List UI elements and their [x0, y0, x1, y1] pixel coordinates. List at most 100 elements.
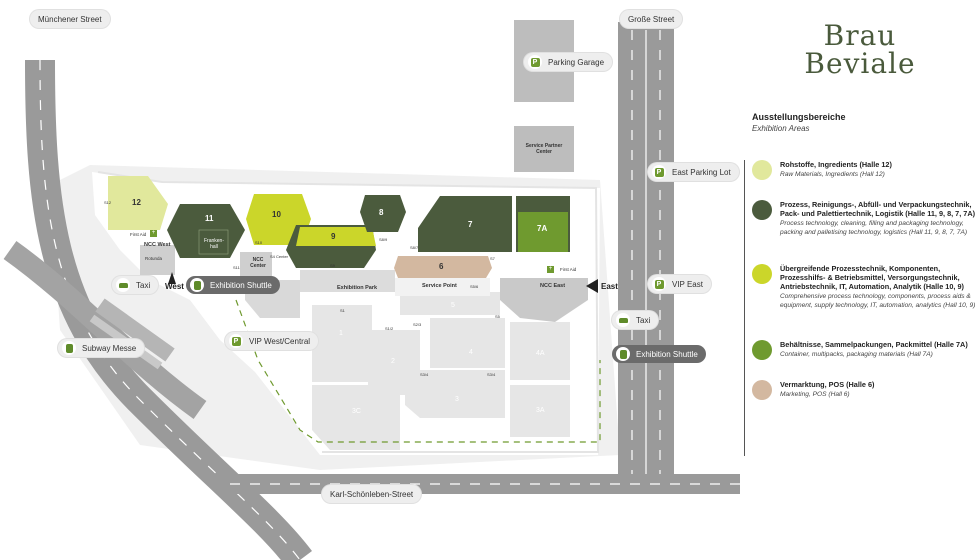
hall-4a-label: 4A	[536, 350, 545, 357]
passage-label: S12	[104, 200, 112, 205]
passage-label: S1/2	[385, 326, 394, 331]
legend-swatch	[752, 340, 772, 360]
frankenhall-label: Franken-hall	[203, 238, 224, 250]
hall-4-label: 4	[469, 349, 473, 356]
ncc-east-label: NCC East	[540, 283, 566, 289]
parking-icon: P	[528, 55, 542, 69]
ncc-east-shape	[500, 278, 588, 322]
taxi-icon	[616, 313, 630, 327]
hall-3-shape	[405, 370, 505, 418]
exhibition-park-area	[300, 270, 395, 292]
road-marking-muenchener	[39, 59, 301, 560]
parking-icon: P	[652, 277, 666, 291]
hall-6-label: 6	[439, 262, 444, 271]
hall-5-shape	[400, 292, 500, 315]
hall-6-shape	[394, 256, 492, 278]
legend-subtitle: Exhibition Areas	[752, 124, 810, 133]
ncc-west-shape	[140, 245, 175, 275]
service-partner-building	[514, 126, 574, 172]
passage-label: S8/7	[410, 245, 419, 250]
subway-icon	[62, 341, 76, 355]
legend-swatch	[752, 200, 772, 220]
taxi-west-pill[interactable]: Taxi	[112, 276, 159, 294]
east-entrance-label: East	[601, 282, 618, 291]
subway-pill[interactable]: Subway Messe	[58, 339, 145, 357]
passage-label: S2/3	[413, 322, 422, 327]
legend-swatch	[752, 264, 772, 284]
hall-2-label: 2	[391, 358, 395, 365]
rotunda-label: Rotunda	[145, 256, 163, 261]
passage-label: S11	[233, 265, 240, 270]
first-aid-east-label: First Aid	[560, 267, 577, 272]
street-label-muenchener: Münchener Street	[30, 10, 110, 28]
passage-label: S1	[340, 308, 345, 313]
legend-title: Ausstellungsbereiche	[752, 112, 846, 122]
legend-swatch	[752, 380, 772, 400]
parking-icon: P	[652, 165, 666, 179]
passage-label: S7	[490, 256, 495, 261]
hall-5-label: 5	[451, 302, 455, 309]
legend: Ausstellungsbereiche Exhibition Areas Ro…	[744, 112, 975, 456]
shuttle-route	[235, 299, 601, 443]
hall-3-label: 3	[455, 396, 459, 403]
frankenhall-outline	[198, 229, 229, 255]
hall-4a-shape	[510, 322, 570, 380]
hall-12-label: 12	[132, 198, 141, 207]
passage-label: S10	[255, 240, 263, 245]
hall-3a-label: 3A	[536, 407, 545, 414]
passage-label: S3/4	[487, 372, 496, 377]
shuttle-west-pill[interactable]: Exhibition Shuttle	[186, 276, 280, 294]
service-point-label: Service Point	[422, 283, 457, 289]
street-label-karl: Karl-Schönleben-Street	[322, 485, 422, 503]
brand-logo: Brau Beviale	[780, 22, 940, 78]
passage-label: S8/9	[379, 237, 388, 242]
taxi-east-pill[interactable]: Taxi	[612, 311, 659, 329]
passage-label: S5/6	[470, 284, 479, 289]
exhibition-park-label: Exhibition Park	[337, 285, 378, 291]
ncc-west-label: NCC West	[144, 242, 171, 248]
hall-9-shape	[296, 227, 376, 246]
brand-line-1: Brau	[823, 19, 897, 52]
bus-icon	[616, 347, 630, 361]
legend-divider	[744, 160, 745, 456]
hall-7a-label: 7A	[537, 224, 548, 233]
hall-1-shape	[312, 305, 372, 382]
hall-8-shape	[360, 195, 406, 232]
bus-icon	[190, 278, 204, 292]
fairground-map	[3, 20, 740, 560]
hall-11-shape	[167, 204, 245, 258]
first-aid-west-label: First Aid	[130, 232, 147, 237]
hall-8-label: 8	[379, 208, 384, 217]
brand-line-2: Beviale	[804, 47, 916, 80]
first-aid-east-icon: +	[547, 266, 554, 273]
passage-label: S5	[495, 314, 500, 319]
ncc-center-shape	[240, 252, 272, 276]
shuttle-east-pill[interactable]: Exhibition Shuttle	[612, 345, 706, 363]
hall-1-label: 1	[339, 330, 343, 337]
parking-icon: P	[229, 334, 243, 348]
west-entrance-arrow	[168, 272, 176, 284]
taxi-icon	[116, 278, 130, 292]
hall-7-label: 7	[468, 220, 473, 229]
passage-label: S3/4	[420, 372, 429, 377]
hall-7-shape	[418, 196, 512, 252]
street-label-grosse: Große Street	[620, 10, 683, 28]
hall-9-label: 9	[331, 232, 336, 241]
hall-11-label: 11	[205, 214, 214, 223]
first-aid-west-icon: +	[150, 230, 157, 237]
hall-12-shape	[108, 176, 168, 230]
hall-3c-label: 3C	[352, 408, 361, 415]
hall-3c-shape	[312, 385, 400, 450]
hall-10-label: 10	[272, 210, 281, 219]
west-entrance-label: West	[165, 282, 184, 291]
east-entrance-arrow	[586, 279, 598, 293]
passage-label: S9	[330, 263, 335, 268]
hall-3a-shape	[510, 385, 570, 437]
passage-label: S4 Center	[270, 254, 289, 259]
